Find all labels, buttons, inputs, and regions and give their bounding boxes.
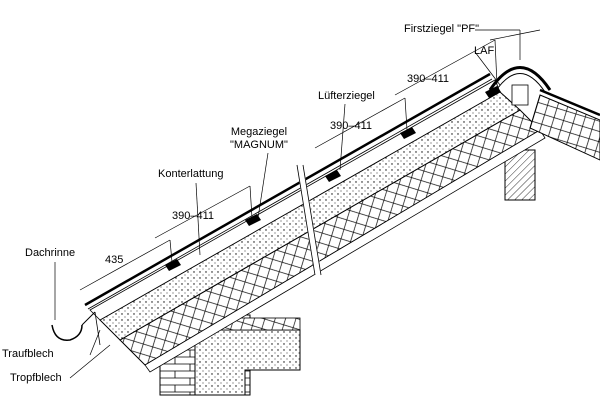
laf-label: LAF [474,45,495,57]
megaziegel-label-line1: Megaziegel [230,126,288,138]
right-roof-slope [529,88,600,161]
upper-dimension: 390–411 [330,120,373,132]
megaziegel-label-line2: "MAGNUM" [230,139,288,151]
tropfblech-label: Tropfblech [10,372,62,384]
traufblech-label: Traufblech [2,348,54,360]
leader-lines [54,29,521,379]
eave-detail [51,311,101,346]
ridge-tile [488,66,552,106]
ridge-dimension: 390–411 [407,73,450,85]
konterlattung-label: Konterlattung [158,168,224,180]
eave-dimension: 435 [105,254,124,266]
luefterziegel-label: Lüfterziegel [318,90,375,102]
middle-dimension: 390–411 [172,210,215,222]
dimension-lines [79,29,541,291]
firstziegel-label: Firstziegel "PF" [404,23,480,35]
left-roof-slope [84,72,546,373]
dachrinne-label: Dachrinne [25,247,76,259]
break-line [296,164,322,276]
megaziegel-label: Megaziegel "MAGNUM" [230,126,288,152]
